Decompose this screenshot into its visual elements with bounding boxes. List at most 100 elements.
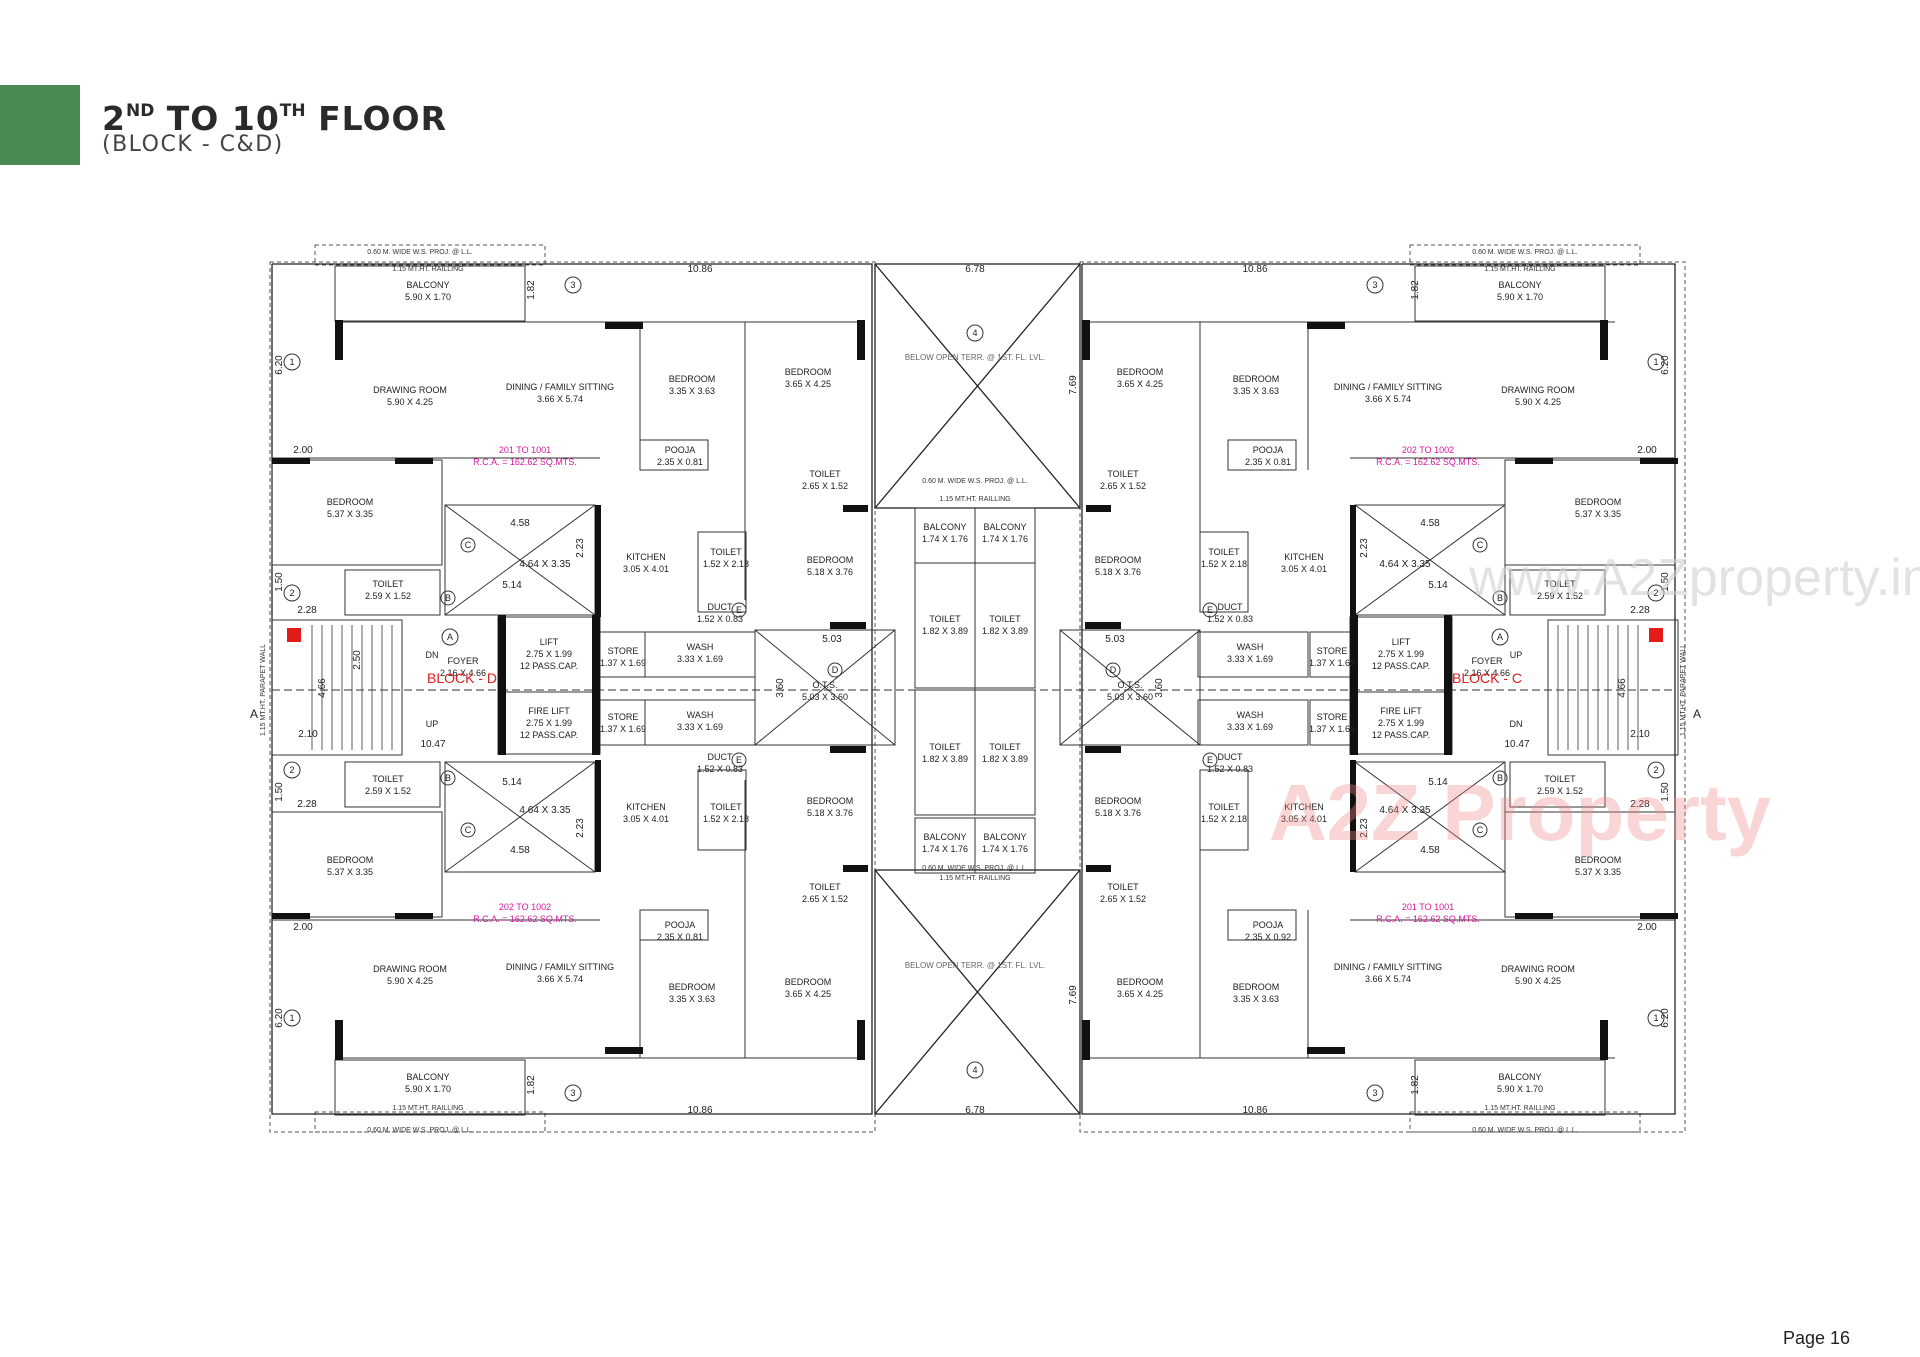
- room-size: 5.90 X 1.70: [405, 1084, 451, 1094]
- dimension: 1.82: [1410, 1075, 1421, 1095]
- grid-marker: 1: [1653, 1013, 1658, 1023]
- terrace-note: BELOW OPEN TERR. @ 1ST. FL. LVL.: [905, 353, 1045, 362]
- room-size: 3.35 X 3.63: [669, 386, 715, 396]
- grid-marker-circles: [283, 276, 1665, 1102]
- unit-range: 201 TO 1001: [1402, 902, 1454, 912]
- exit-markers: [287, 628, 1663, 642]
- grid-marker: 1: [289, 357, 294, 367]
- room-label: TOILET: [929, 614, 961, 624]
- section-marker: A: [1693, 707, 1701, 721]
- dimension: 6.20: [274, 1008, 285, 1028]
- dimension: 5.03: [1105, 634, 1125, 645]
- room-size: 2.16 X 4.66: [440, 668, 486, 678]
- room-label: BALCONY: [1498, 1072, 1541, 1082]
- grid-marker-labels: 3 3 3 3 4 4 1 1 1 1 2 2 2 2 A A B B B B …: [250, 280, 1701, 1098]
- grid-marker: D: [1110, 665, 1117, 675]
- projection-note: 0.60 M. WIDE W.S. PROJ. @ L.L.: [367, 1127, 473, 1134]
- room-label: KITCHEN: [626, 802, 666, 812]
- room-label: DRAWING ROOM: [373, 385, 447, 395]
- room-size: 1.52 X 0.83: [697, 614, 743, 624]
- room-note: 12 PASS.CAP.: [520, 730, 578, 740]
- dimension: 10.47: [1504, 739, 1529, 750]
- room-label: BEDROOM: [1095, 796, 1142, 806]
- room-size: 2.16 X 4.66: [1464, 668, 1510, 678]
- dashed-projection-lines: [269, 244, 1686, 1133]
- dimension: 10.86: [687, 1105, 712, 1116]
- room-label: TOILET: [929, 742, 961, 752]
- room-size: 5.03 X 3.60: [1107, 692, 1153, 702]
- room-size: 3.66 X 5.74: [537, 974, 583, 984]
- grid-marker: B: [445, 773, 451, 783]
- room-size: 3.66 X 5.74: [1365, 974, 1411, 984]
- room-size: 2.59 X 1.52: [1537, 591, 1583, 601]
- dimension: 4.64 X 3.35: [1379, 805, 1431, 816]
- dimension: 1.82: [1410, 280, 1421, 300]
- dimension: 4.64 X 3.35: [519, 805, 571, 816]
- dimension: 3.60: [775, 678, 786, 698]
- terrace-note: BELOW OPEN TERR. @ 1ST. FL. LVL.: [905, 961, 1045, 970]
- railing-note: 1.15 MT.HT. RAILLING: [939, 496, 1010, 503]
- room-size: 3.65 X 4.25: [785, 989, 831, 999]
- dimension: 1.50: [274, 572, 285, 592]
- dimension: 2.10: [1630, 729, 1650, 740]
- grid-marker: D: [832, 665, 839, 675]
- room-size: 1.52 X 2.18: [703, 814, 749, 824]
- room-label: BEDROOM: [1575, 855, 1622, 865]
- dimension: 4.64 X 3.35: [1379, 559, 1431, 570]
- room-size: 5.18 X 3.76: [1095, 567, 1141, 577]
- dimension: 2.28: [297, 605, 317, 616]
- railing-note: 1.15 MT.HT. RAILLING: [392, 1105, 463, 1112]
- room-label: KITCHEN: [626, 552, 666, 562]
- dimension: 1.50: [274, 782, 285, 802]
- room-size: 2.59 X 1.52: [1537, 786, 1583, 796]
- room-label: BALCONY: [1498, 280, 1541, 290]
- unit-area: R.C.A. = 162.62 SQ.MTS.: [1376, 914, 1480, 924]
- room-labels: BALCONY 5.90 X 1.70 BALCONY 5.90 X 1.70 …: [327, 280, 1622, 1094]
- accent-bar: [0, 85, 80, 165]
- room-size: 2.75 X 1.99: [1378, 649, 1424, 659]
- room-label: TOILET: [809, 882, 841, 892]
- room-size: 1.37 X 1.69: [1309, 658, 1355, 668]
- dimension: 10.86: [687, 264, 712, 275]
- dimension: 6.20: [274, 355, 285, 375]
- room-size: 3.33 X 1.69: [1227, 722, 1273, 732]
- room-label: BALCONY: [983, 832, 1026, 842]
- grid-marker: 2: [1653, 588, 1658, 598]
- dimension: 5.14: [502, 777, 522, 788]
- room-size: 3.33 X 1.69: [677, 654, 723, 664]
- room-size: 1.52 X 2.18: [1201, 559, 1247, 569]
- room-label: TOILET: [710, 802, 742, 812]
- railing-note: 1.15 MT.HT. RAILLING: [1484, 266, 1555, 273]
- watermark-url: www.A2Zproperty.in: [1468, 549, 1920, 607]
- room-size: 1.74 X 1.76: [982, 534, 1028, 544]
- unit-range: 202 TO 1002: [499, 902, 551, 912]
- dimension: 2.00: [1637, 445, 1657, 456]
- room-label: STORE: [1317, 646, 1348, 656]
- room-size: 3.65 X 4.25: [1117, 379, 1163, 389]
- room-size: 1.52 X 0.83: [697, 764, 743, 774]
- room-size: 3.05 X 4.01: [623, 564, 669, 574]
- grid-marker: A: [1497, 632, 1503, 642]
- room-label: TOILET: [1544, 774, 1576, 784]
- grid-marker: B: [1497, 593, 1503, 603]
- room-label: DRAWING ROOM: [1501, 385, 1575, 395]
- room-label: TOILET: [1107, 882, 1139, 892]
- grid-marker: C: [465, 825, 472, 835]
- room-size: 3.65 X 4.25: [1117, 989, 1163, 999]
- room-size: 5.18 X 3.76: [807, 808, 853, 818]
- room-size: 5.90 X 1.70: [1497, 292, 1543, 302]
- dimension: 2.00: [293, 922, 313, 933]
- room-size: 1.37 X 1.69: [1309, 724, 1355, 734]
- dimension: 2.23: [575, 538, 586, 558]
- dimension: 5.14: [502, 580, 522, 591]
- page-number: Page 16: [1783, 1328, 1851, 1348]
- dimension: 4.66: [317, 678, 328, 698]
- room-size: 2.75 X 1.99: [1378, 718, 1424, 728]
- room-label: BEDROOM: [1117, 367, 1164, 377]
- grid-marker: 3: [1372, 280, 1377, 290]
- grid-marker: 2: [289, 588, 294, 598]
- room-label: STORE: [608, 712, 639, 722]
- room-note: 12 PASS.CAP.: [1372, 730, 1430, 740]
- room-size: 3.33 X 1.69: [1227, 654, 1273, 664]
- dimension: 10.86: [1242, 1105, 1267, 1116]
